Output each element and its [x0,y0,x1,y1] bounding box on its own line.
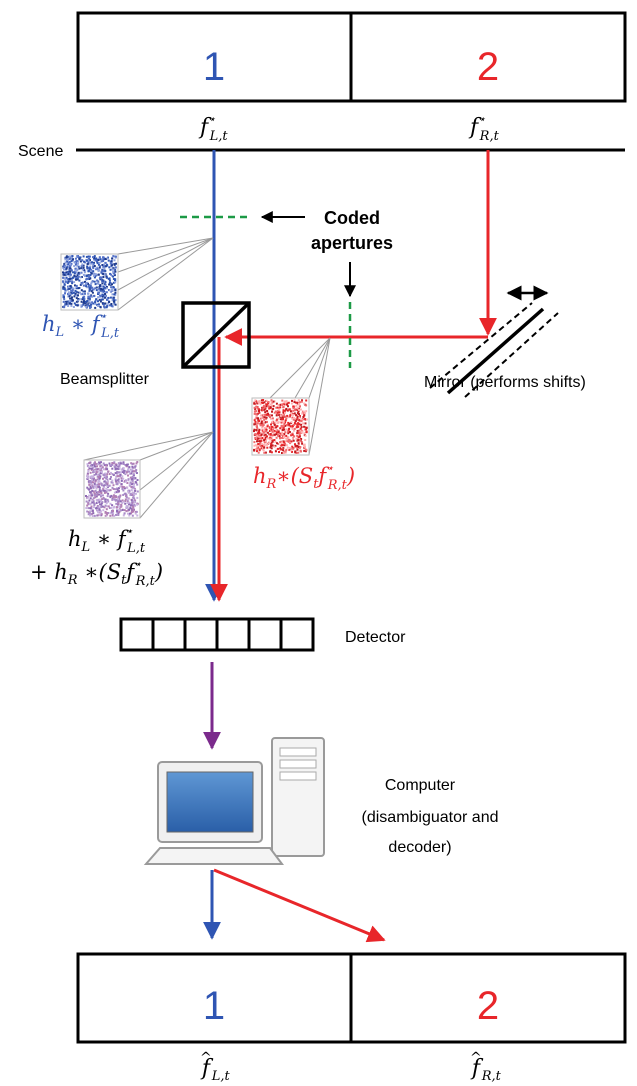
sum-formula-line1: hL ∗ f⋆L,t [68,524,146,556]
scene-label: Scene [18,143,63,160]
beamsplitter [181,301,251,369]
output-right-arrow [213,868,386,943]
top-scene-panel: 1 2 [76,11,627,103]
computer-label-line2: (disambiguator and [362,809,499,826]
sum-callout-lines [83,431,214,519]
coded-apertures-label-line1: Coded [324,208,380,228]
detector-label: Detector [345,629,406,646]
top-right-signal-label: f⋆R,t [468,112,500,144]
mirror-label: Mirror (performs shifts) [424,374,586,391]
sum-formula-line2: + hR ∗(Stf⋆R,t) [30,557,163,589]
coded-apertures-label-line2: apertures [311,233,393,253]
left-coded-formula: hL ∗ f⋆L,t [42,309,120,341]
right-noise-patch [251,397,310,456]
beamsplitter-label: Beamsplitter [60,371,150,388]
bottom-right-number: 2 [477,984,499,1028]
bottom-right-signal-label: f^R,t [470,1050,502,1084]
computer-label-line3: decoder) [388,839,451,856]
right-coded-formula: hR∗(Stf⋆R,t) [253,461,355,493]
top-left-signal-label: f⋆L,t [198,112,228,144]
right-light-path [210,150,497,602]
detector [119,617,315,652]
mirror [429,285,559,398]
top-right-number: 2 [477,45,499,89]
bottom-reconstruction-panel: 1 2 [76,952,627,1044]
left-noise-patch [60,253,119,311]
bottom-left-number: 1 [203,984,225,1028]
computer-label-line1: Computer [385,777,456,794]
right-callout-lines [269,337,331,456]
bottom-left-signal-label: f^L,t [200,1050,231,1084]
left-callout-lines [117,237,214,311]
computer-icon [143,737,325,865]
sum-noise-patch [83,459,141,519]
top-left-number: 1 [203,45,225,89]
